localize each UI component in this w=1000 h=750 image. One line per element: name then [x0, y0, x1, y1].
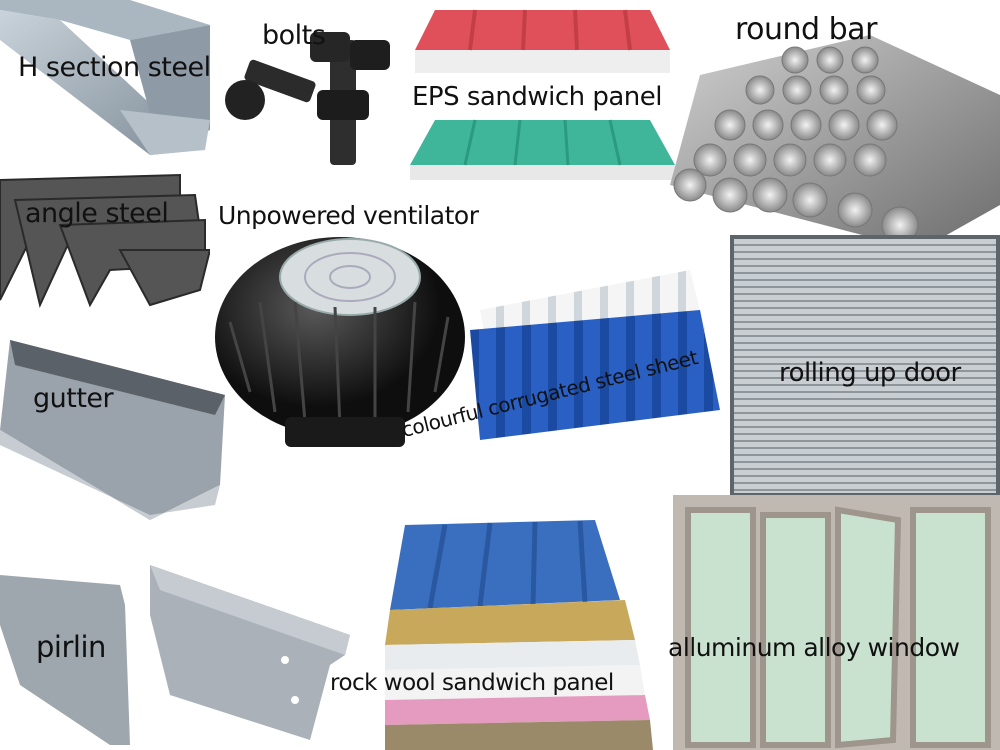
label-pirlin: pirlin	[36, 630, 106, 664]
ventilator-image	[215, 237, 465, 447]
eps-panel-green-image	[410, 119, 675, 180]
pirlin-image	[0, 565, 350, 745]
rolling-door-image	[730, 235, 1000, 497]
round-bar-image	[670, 35, 1000, 250]
bolts-image	[225, 32, 390, 165]
label-eps-sandwich-panel: EPS sandwich panel	[412, 82, 663, 112]
rockwool-panel-image	[385, 520, 653, 750]
label-unpowered-ventilator: Unpowered ventilator	[218, 201, 479, 230]
label-bolts: bolts	[262, 20, 326, 51]
corrugated-sheet-image	[470, 270, 720, 440]
label-rolling-up-door: rolling up door	[779, 358, 961, 388]
gutter-image	[0, 340, 225, 520]
label-gutter: gutter	[33, 383, 114, 414]
label-alluminum-alloy-window: alluminum alloy window	[668, 633, 960, 662]
eps-panel-red-image	[415, 9, 670, 73]
h-section-steel-image	[0, 0, 210, 155]
angle-steel-image	[0, 173, 210, 309]
label-rock-wool-sandwich-panel: rock wool sandwich panel	[330, 670, 614, 696]
aluminum-window-image	[673, 495, 1000, 750]
label-round-bar: round bar	[735, 12, 877, 47]
label-angle-steel: angle steel	[25, 198, 169, 229]
label-h-section-steel: H section steel	[18, 52, 211, 83]
